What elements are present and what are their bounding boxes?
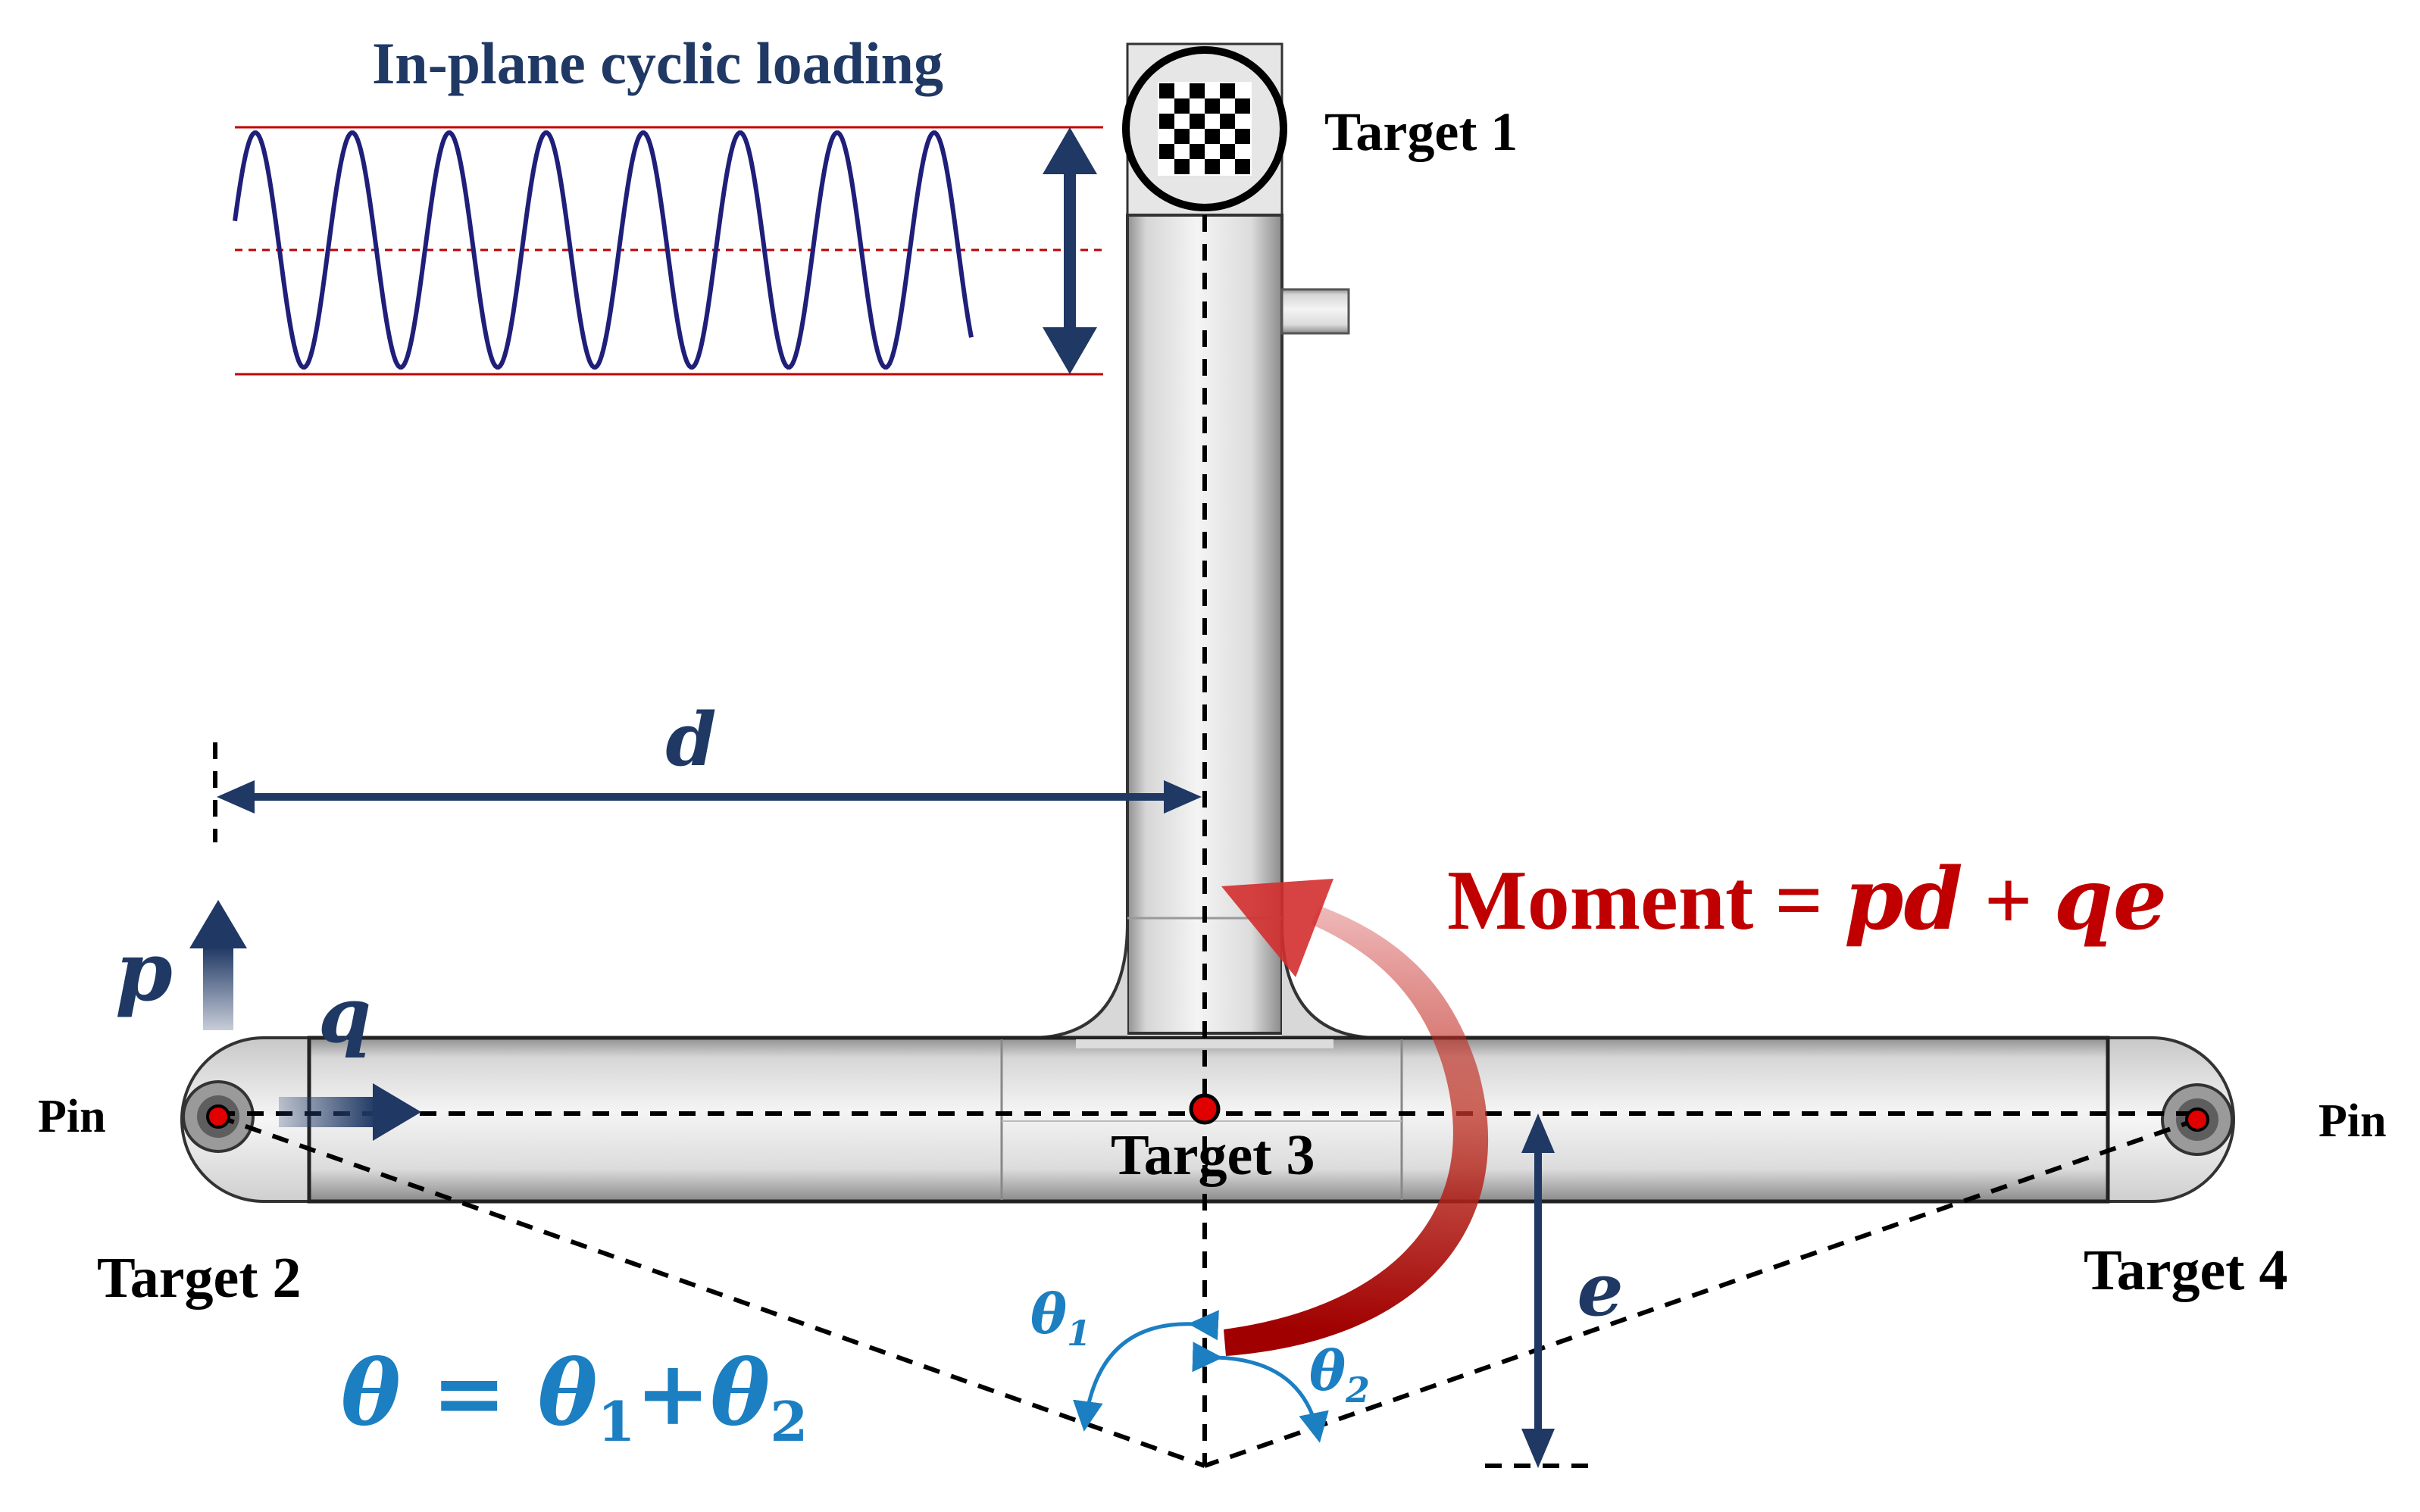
- checker-square: [1159, 83, 1174, 98]
- force-p-arrow: [189, 900, 247, 1030]
- checker-square: [1220, 144, 1235, 159]
- checker-square: [1174, 159, 1190, 174]
- checker-square: [1220, 114, 1235, 129]
- angle-theta1-arc: [1073, 1310, 1219, 1432]
- force-q-label: q: [318, 970, 371, 1060]
- dimension-d: [217, 780, 1202, 814]
- checker-square: [1190, 144, 1205, 159]
- checker-square: [1235, 159, 1250, 174]
- checker-square: [1190, 114, 1205, 129]
- target-4-label: Target 4: [2084, 1239, 2288, 1302]
- target-2-point: [206, 1104, 230, 1129]
- target-3-label: Target 3: [1111, 1123, 1315, 1187]
- pin-left-label: Pin: [38, 1091, 106, 1142]
- dimension-d-label: d: [665, 697, 716, 783]
- target-3-point: [1189, 1093, 1221, 1125]
- side-stub: [1280, 288, 1350, 335]
- pin-right-label: Pin: [2318, 1095, 2387, 1147]
- target-1-checkerboard: [1122, 46, 1287, 211]
- moment-label: Moment: [1447, 854, 1753, 948]
- dimension-e-label: e: [1577, 1247, 1623, 1332]
- angle-arcs: [1073, 1310, 1329, 1443]
- target-2-label: Target 2: [97, 1246, 302, 1310]
- target-1-circle: [1122, 46, 1287, 211]
- angle-theta2-label: θ2: [1309, 1339, 1370, 1410]
- cyclic-loading-graphic: [233, 126, 1103, 376]
- checker-square: [1174, 98, 1190, 114]
- amplitude-arrow-up: [1043, 127, 1097, 174]
- moment-term-pd: pd: [1844, 850, 1963, 949]
- moment-arrow: [1221, 879, 1489, 1356]
- checker-square: [1159, 144, 1174, 159]
- construction-lines: [213, 215, 2198, 1468]
- moment-equation: Moment = pd + qe: [1447, 850, 2167, 949]
- checker-square: [1159, 114, 1174, 129]
- target-1-label: Target 1: [1324, 102, 1518, 162]
- checker-square: [1174, 129, 1190, 144]
- force-q-arrow: [279, 1083, 421, 1141]
- title: In-plane cyclic loading: [372, 30, 943, 96]
- sine-wave: [233, 130, 974, 370]
- angle-theta2-arc: [1192, 1342, 1329, 1443]
- moment-plus: +: [1963, 854, 2054, 948]
- checker-square: [1220, 83, 1235, 98]
- dimension-e: [1521, 1114, 1555, 1468]
- target-4-point: [2185, 1107, 2209, 1132]
- theta-equation: θ = θ1+θ2: [341, 1340, 808, 1454]
- angle-theta1-label: θ1: [1030, 1282, 1091, 1354]
- force-p-label: p: [115, 924, 173, 1020]
- checker-square: [1205, 98, 1220, 114]
- checker-square: [1235, 129, 1250, 144]
- checker-square: [1205, 159, 1220, 174]
- amplitude-arrow-down: [1043, 327, 1097, 374]
- checker-square: [1190, 83, 1205, 98]
- checker-square: [1205, 129, 1220, 144]
- moment-equals: =: [1753, 854, 1844, 948]
- moment-term-qe: qe: [2054, 850, 2168, 949]
- checker-square: [1235, 98, 1250, 114]
